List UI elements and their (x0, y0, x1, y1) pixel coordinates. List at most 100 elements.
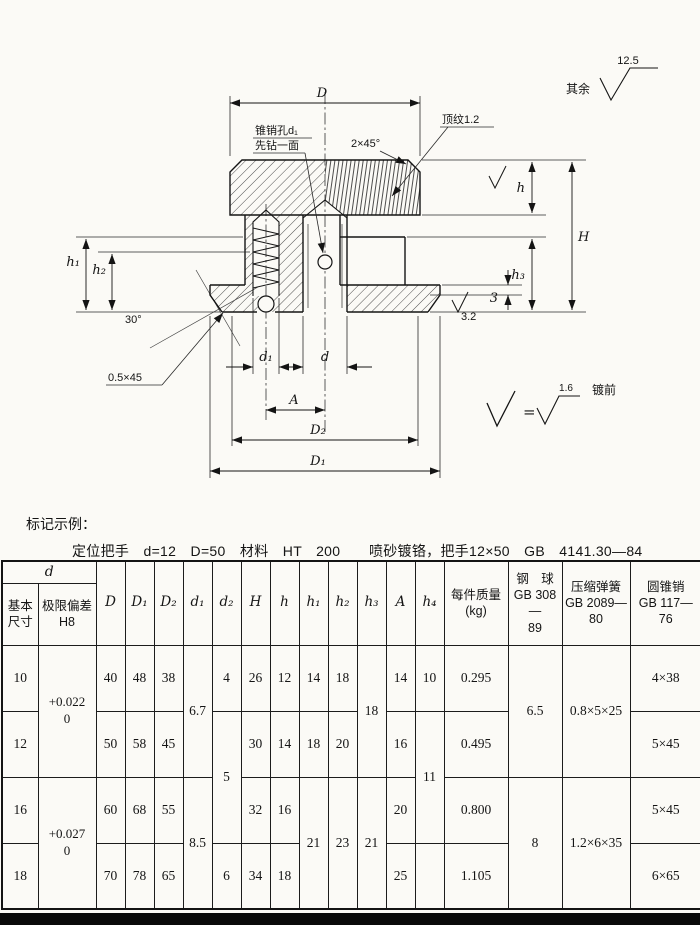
cell-D: 60 (95, 776, 126, 844)
cell-spring: 0.8×5×25 (561, 644, 631, 778)
cell-pin: 4×38 (629, 644, 700, 712)
dim-A-label: A (288, 393, 298, 408)
cell-h4 (414, 842, 445, 910)
cell-mass: 0.495 (443, 710, 509, 778)
col-header-D2: D₂ (153, 560, 184, 646)
cell-D: 40 (95, 644, 126, 712)
pin-hole-callout-line1: 锥销孔d₁ (255, 123, 298, 137)
dim-d1-label: d₁ (259, 350, 273, 365)
leader-lines (106, 126, 494, 386)
cell-D: 70 (95, 842, 126, 910)
steel-ball (257, 295, 275, 313)
cell-d1: 6.7 (182, 644, 213, 778)
dim-3-label: 3 (490, 291, 498, 306)
extension-lines (76, 96, 586, 478)
col-header-d-group: d (1, 560, 97, 584)
dimension-table: d D D₁ D₂ d₁ d₂ H h h₁ h₂ h₃ A h₄ 每件质量 (… (1, 560, 700, 910)
cell-h1: 18 (298, 710, 329, 778)
dimension-lines (82, 99, 576, 475)
cell-d2: 6 (211, 842, 242, 910)
roughness-32-icon (451, 291, 469, 314)
cell-D2: 55 (153, 776, 184, 844)
roughness-16-icon (536, 395, 580, 426)
col-header-mass: 每件质量 (kg) (443, 560, 509, 646)
cell-A: 20 (385, 776, 416, 844)
col-header-d2: d₂ (211, 560, 242, 646)
cell-d: 16 (1, 776, 39, 844)
col-header-H: H (240, 560, 271, 646)
cell-D: 50 (95, 710, 126, 778)
dim-D-label: D (316, 86, 328, 101)
cell-d1: 8.5 (182, 776, 213, 910)
dim-h1-label: h₁ (66, 255, 80, 270)
marking-example: 标记示例： 定位把手 d=12 D=50 材料 HT 200 喷砂镀铬，把手12… (0, 508, 700, 560)
cell-D1: 78 (124, 842, 155, 910)
cell-d2: 5 (211, 710, 242, 844)
angle-30-label: 30° (125, 314, 142, 326)
dim-H-label: H (577, 230, 590, 245)
cell-A: 16 (385, 710, 416, 778)
knurl-label: 顶纹1.2 (442, 112, 479, 126)
cell-mass: 0.800 (443, 776, 509, 844)
cell-h4: 11 (414, 710, 445, 844)
cell-mass: 1.105 (443, 842, 509, 910)
cell-D1: 68 (124, 776, 155, 844)
cell-H: 30 (240, 710, 271, 778)
cell-h2: 23 (327, 776, 358, 910)
cell-h: 14 (269, 710, 300, 778)
spring-section (252, 227, 280, 289)
cell-ball: 8 (507, 776, 563, 910)
thread-lines (307, 224, 343, 308)
cell-D2: 38 (153, 644, 184, 712)
cell-deviation: +0.022 0 (37, 644, 97, 778)
cell-h1: 21 (298, 776, 329, 910)
cell-H: 34 (240, 842, 271, 910)
construction-lines (149, 269, 259, 349)
cell-pin: 5×45 (629, 710, 700, 778)
dim-D1-label: D₁ (309, 454, 326, 469)
dim-d-label: d (321, 350, 329, 365)
cell-d: 18 (1, 842, 39, 910)
marking-example-text: 定位把手 d=12 D=50 材料 HT 200 喷砂镀铬，把手12×50 GB… (72, 543, 643, 559)
col-header-taper-pin: 圆锥销 GB 117— 76 (629, 560, 700, 646)
taper-pin-hole (317, 254, 333, 270)
cell-D1: 48 (124, 644, 155, 712)
cell-h4: 10 (414, 644, 445, 712)
cell-ball: 6.5 (507, 644, 563, 778)
cell-H: 26 (240, 644, 271, 712)
cell-h2: 20 (327, 710, 358, 778)
col-header-D: D (95, 560, 126, 646)
col-header-spring: 压缩弹簧 GB 2089— 80 (561, 560, 631, 646)
cell-deviation: +0.027 0 (37, 776, 97, 910)
roughness-32-value: 3.2 (461, 311, 476, 323)
col-header-steel-ball: 钢 球 GB 308— 89 (507, 560, 563, 646)
roughness-16-value: 1.6 (559, 383, 573, 394)
roughness-rest-value: 12.5 (617, 55, 638, 67)
cell-A: 14 (385, 644, 416, 712)
cell-d2: 4 (211, 644, 242, 712)
marking-example-label: 标记示例： (26, 516, 96, 532)
roughness-all-icon (486, 390, 516, 428)
cell-spring: 1.2×6×35 (561, 776, 631, 910)
table-row: 10 +0.022 0 40 48 38 6.7 4 26 12 14 18 1… (1, 644, 700, 778)
cell-h: 12 (269, 644, 300, 712)
roughness-rest-icon (599, 67, 658, 102)
cell-d: 10 (1, 644, 39, 712)
cell-H: 32 (240, 776, 271, 844)
pin-hole-callout-line2: 先钻一面 (255, 138, 299, 152)
col-header-h1: h₁ (298, 560, 329, 646)
col-header-basic-size: 基本 尺寸 (1, 582, 39, 646)
roughness-check-icon (488, 165, 507, 190)
page-bottom-edge (0, 913, 700, 925)
col-header-h2: h₂ (327, 560, 358, 646)
col-header-deviation: 极限偏差 H8 (37, 582, 97, 646)
col-header-h4: h₄ (414, 560, 445, 646)
cell-d: 12 (1, 710, 39, 778)
dim-h2-label: h₂ (92, 263, 106, 278)
cell-h3: 21 (356, 776, 387, 910)
col-header-d1: d₁ (182, 560, 213, 646)
cell-h: 16 (269, 776, 300, 844)
cell-D2: 45 (153, 710, 184, 778)
cell-h3: 18 (356, 644, 387, 778)
